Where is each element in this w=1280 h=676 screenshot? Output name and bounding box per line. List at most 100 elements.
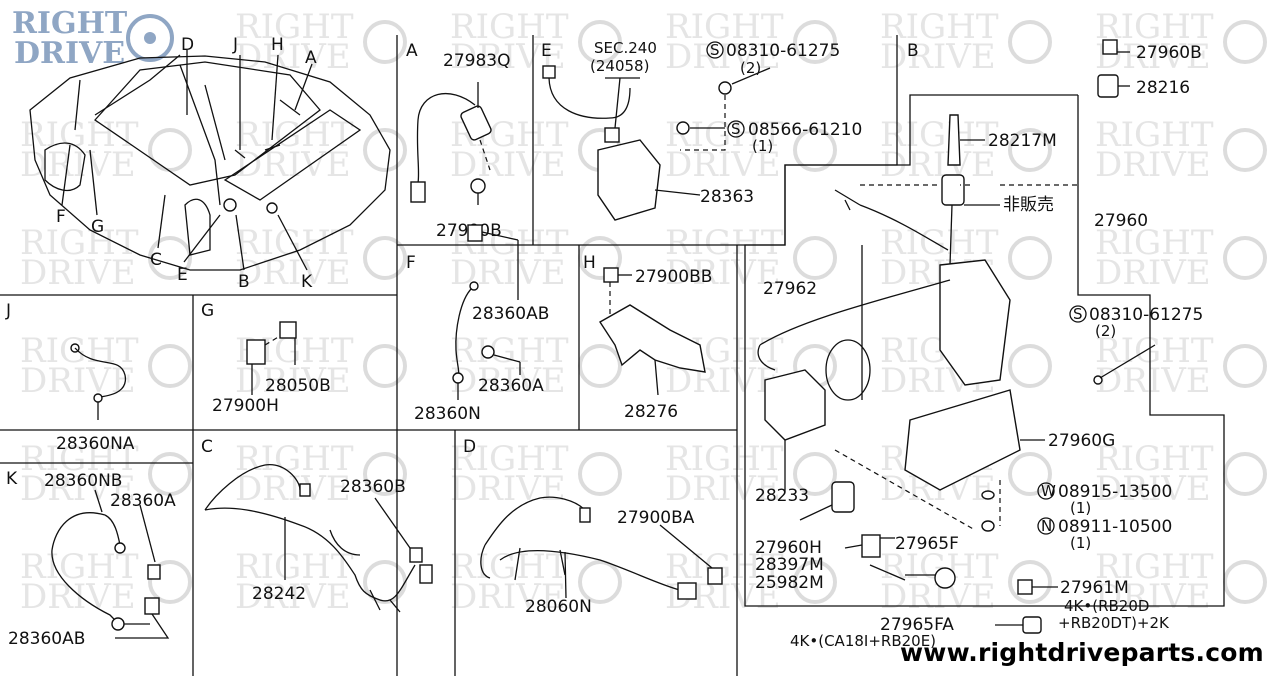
watermark-text: RIGHT	[1095, 331, 1214, 371]
callout-a: A	[305, 48, 317, 68]
b-w-mark	[1037, 482, 1055, 500]
section-letter-j: J	[5, 301, 11, 321]
watermark-text: RIGHT	[880, 7, 999, 47]
d-bolt	[707, 567, 723, 585]
b-part-08310-61275: 08310-61275	[1089, 305, 1203, 325]
f-bolt-mid	[481, 345, 495, 359]
section-letter-h: H	[583, 253, 596, 273]
e-ref-sec: SEC.240	[594, 39, 657, 57]
watermark-wheel-icon	[363, 128, 407, 172]
watermark-wheel-icon	[1008, 236, 1052, 280]
e-screw-top	[718, 81, 732, 95]
watermark-text: RIGHT	[235, 223, 354, 263]
section-j: 28360NA	[56, 343, 135, 454]
f-part-28360ab: 28360AB	[472, 304, 549, 324]
watermark-text: DRIVE	[665, 145, 781, 185]
e-s-letter-2: S	[731, 120, 741, 138]
section-letter-b: B	[907, 41, 919, 61]
b-part-27960b: 27960B	[1136, 43, 1202, 63]
b-part-28397m: 28397M	[755, 555, 824, 575]
e-part-28363: 28363	[700, 187, 754, 207]
watermark-wheel-icon	[363, 236, 407, 280]
c-part-28360b: 28360B	[340, 477, 406, 497]
section-d: 27900BA 28060N	[480, 496, 723, 617]
watermark-wheel-icon	[1223, 128, 1267, 172]
g-part-28050b: 28050B	[265, 376, 331, 396]
watermark-wheel-icon	[1223, 560, 1267, 604]
watermark-wheel-icon	[363, 344, 407, 388]
callout-b: B	[238, 272, 250, 292]
watermark-wheel-icon	[793, 560, 837, 604]
e-qty-1: (2)	[740, 59, 761, 77]
e-screw-mid	[676, 121, 690, 135]
watermark-wheel-icon	[148, 344, 192, 388]
b-hose-27960h	[831, 481, 855, 513]
section-letter-d: D	[463, 437, 476, 457]
watermark-wheel-icon	[578, 20, 622, 64]
watermark-text: DRIVE	[20, 577, 136, 617]
watermark-text: DRIVE	[20, 253, 136, 293]
f-part-28360a: 28360A	[478, 376, 544, 396]
watermark-text: RIGHT	[1095, 115, 1214, 155]
b-s-mark	[1069, 305, 1087, 323]
watermark-text: DRIVE	[1095, 253, 1211, 293]
b-note-3: 4K•(CA18I+RB20E)	[790, 632, 936, 650]
c-harness	[204, 464, 416, 602]
leader-lines	[605, 77, 640, 129]
k-bolt-2	[144, 597, 160, 615]
section-letter-k: K	[6, 469, 18, 489]
watermark-text: RIGHT	[880, 115, 999, 155]
section-a: 27983Q 27900B	[410, 51, 510, 241]
watermark-text: DRIVE	[20, 145, 136, 185]
b-part-27960h: 27960H	[755, 538, 822, 558]
e-connector	[542, 65, 556, 79]
b-cap-28216	[1097, 74, 1119, 98]
b-n-letter: N	[1041, 517, 1052, 535]
watermark-text: RIGHT	[235, 7, 354, 47]
b-part-28216: 28216	[1136, 78, 1190, 98]
b-note-1: 4K•(RB20D	[1064, 597, 1149, 615]
car-overview: D J H A F G C E B K	[29, 35, 391, 292]
watermark-wheel-icon	[793, 20, 837, 64]
watermark-wheel-icon	[1008, 560, 1052, 604]
b-antenna-motor	[939, 259, 1011, 386]
car-wheel	[184, 198, 211, 256]
b-grommet	[934, 567, 956, 589]
section-letters: A E B J G F H K C D	[5, 41, 919, 489]
watermark-wheel-icon	[148, 560, 192, 604]
steering-wheel-icon	[126, 14, 174, 62]
watermark-wheel-icon	[1223, 344, 1267, 388]
g-bolt	[279, 321, 297, 339]
watermark-text: RIGHT	[1095, 223, 1214, 263]
car-rear-light	[44, 142, 86, 192]
e-part-08566-61210: 08566-61210	[748, 120, 862, 140]
section-c: 28360B 28242	[204, 464, 433, 613]
website-url[interactable]: www.rightdriveparts.com	[900, 638, 1264, 667]
c-part-28242: 28242	[252, 584, 306, 604]
b-note-2: +RB20DT)+2K	[1058, 614, 1170, 632]
d-harness	[484, 496, 681, 591]
watermark-wheel-icon	[1223, 452, 1267, 496]
b-border	[744, 94, 1225, 607]
watermark-layer: RIGHTDRIVERIGHTDRIVERIGHTDRIVERIGHTDRIVE…	[20, 7, 1267, 617]
h-part-28276: 28276	[624, 402, 678, 422]
b-part-28233: 28233	[755, 486, 809, 506]
a-wire	[416, 92, 476, 184]
j-wire	[74, 347, 127, 398]
f-part-28360n: 28360N	[414, 404, 481, 424]
b-part-27960g: 27960G	[1048, 431, 1115, 451]
callout-h: H	[271, 35, 284, 55]
section-letter-e: E	[541, 41, 552, 61]
a-sensor	[460, 105, 492, 141]
watermark-text: RIGHT	[20, 547, 139, 587]
watermark-text: RIGHT	[450, 547, 569, 587]
callout-e: E	[177, 265, 188, 285]
watermark-text: RIGHT	[665, 547, 784, 587]
b-part-28397m	[861, 534, 881, 558]
watermark-text: RIGHT	[450, 439, 569, 479]
watermark-text: DRIVE	[20, 361, 136, 401]
section-letter-a: A	[406, 41, 418, 61]
watermark-wheel-icon	[363, 452, 407, 496]
k-part-28360a: 28360A	[110, 491, 176, 511]
b-part-08915-13500: 08915-13500	[1058, 482, 1172, 502]
